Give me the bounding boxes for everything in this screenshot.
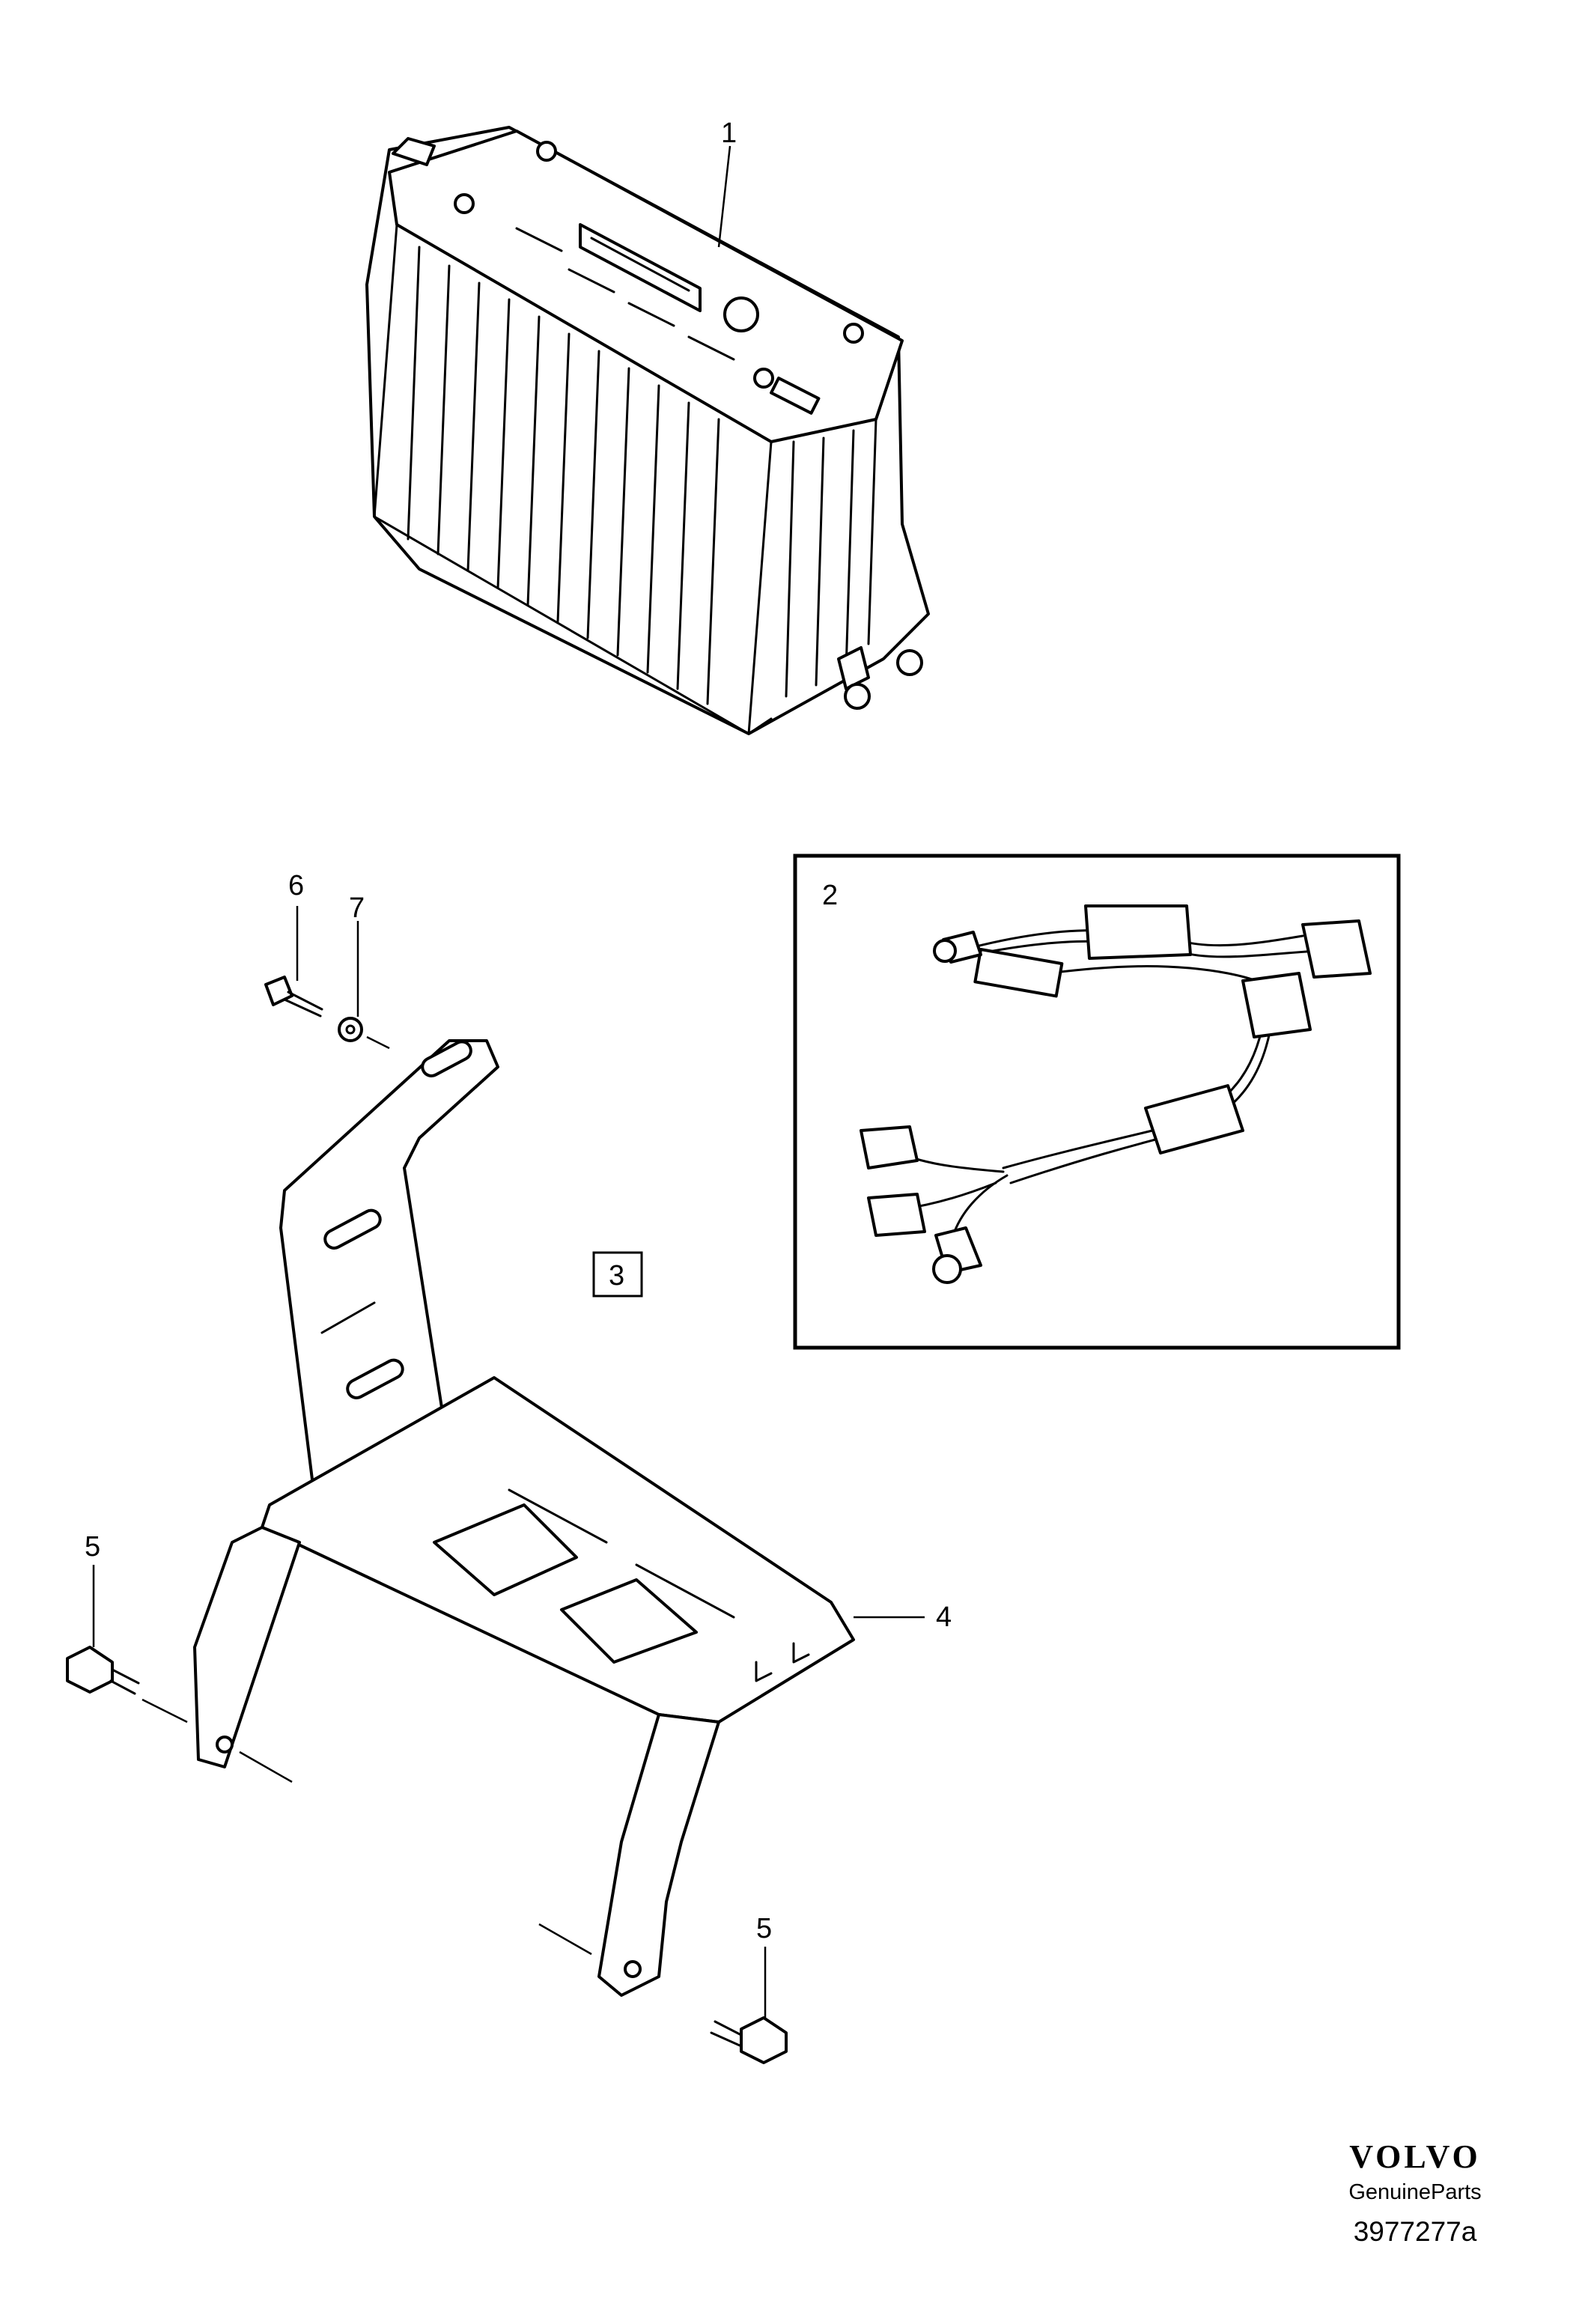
callout-6: 6 bbox=[288, 870, 304, 901]
mounting-bracket bbox=[142, 1039, 855, 1997]
callout-5-left: 5 bbox=[85, 1531, 100, 1563]
volvo-logo: VOLVO bbox=[1349, 2138, 1481, 2175]
callout-3: 3 bbox=[609, 1260, 624, 1292]
drawing-number: 3977277a bbox=[1353, 2216, 1477, 2247]
genuine-parts-label: GenuineParts bbox=[1348, 2180, 1482, 2204]
control-module bbox=[365, 126, 930, 735]
callout-4: 4 bbox=[936, 1601, 952, 1633]
callout-2: 2 bbox=[822, 880, 838, 911]
screw-6 bbox=[264, 976, 323, 1017]
callout-7: 7 bbox=[349, 892, 365, 924]
harness-box bbox=[793, 854, 1401, 1350]
washer-7 bbox=[338, 1017, 363, 1042]
bolt-5-right bbox=[710, 2016, 788, 2064]
bolt-5-left bbox=[66, 1646, 140, 1695]
callout-3-box bbox=[592, 1251, 643, 1298]
callout-1: 1 bbox=[721, 118, 737, 149]
wiring-harness bbox=[860, 904, 1372, 1284]
callout-5-right: 5 bbox=[756, 1913, 772, 1944]
leader-1 bbox=[717, 145, 731, 248]
